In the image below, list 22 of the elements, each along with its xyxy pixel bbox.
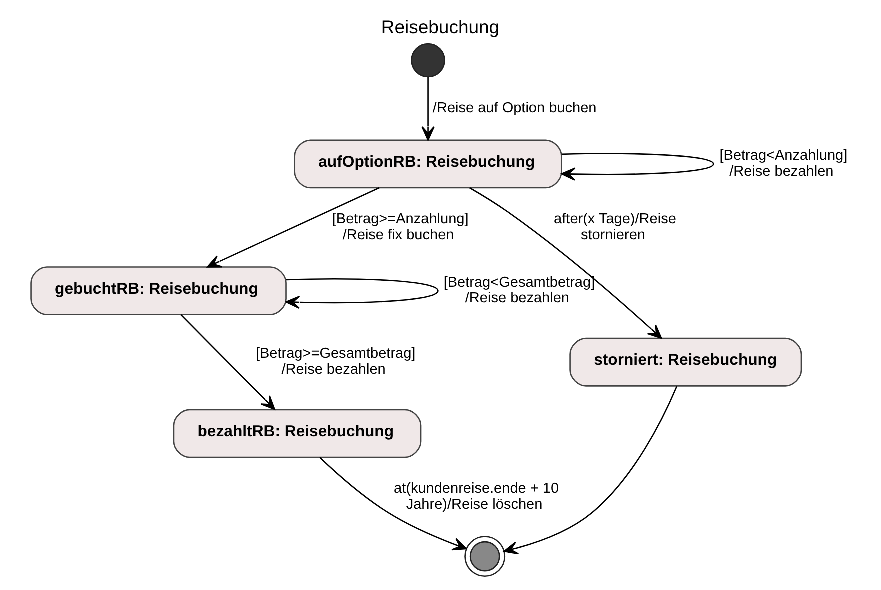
arrow [422, 77, 435, 141]
arrow [504, 386, 678, 555]
edge-label: [Betrag<Gesamtbetrag] /Reise bezahlen [444, 274, 596, 307]
node-box: bezahltRB: Reisebuchung [173, 409, 422, 458]
edge-label: at(kundenreise.ende + 10 Jahre)/Reise löschen [394, 480, 560, 513]
node-circle [464, 536, 506, 578]
node-box: aufOptionRB: Reisebuchung [294, 140, 562, 189]
edge-label: after(x Tage)/Reise stornieren [554, 211, 676, 244]
arrow [470, 187, 662, 340]
arrow [561, 153, 714, 181]
edge-label: [Betrag<Anzahlung] /Reise bezahlen [720, 148, 848, 180]
node-box: gebuchtRB: Reisebuchung [30, 266, 287, 316]
diagram-title: Reisebuchung [381, 16, 500, 38]
arrow [180, 314, 276, 410]
node-circle [411, 43, 446, 78]
arrow [286, 278, 439, 310]
arrow [207, 187, 380, 268]
edge-label: [Betrag>=Gesamtbetrag] /Reise bezahlen [256, 346, 416, 378]
edge-label: /Reise auf Option buchen [432, 100, 597, 116]
arrow [320, 457, 468, 551]
edge-label: [Betrag>=Anzahlung] /Reise fix buchen [332, 211, 469, 244]
node-box: storniert: Reisebuchung [570, 338, 802, 387]
